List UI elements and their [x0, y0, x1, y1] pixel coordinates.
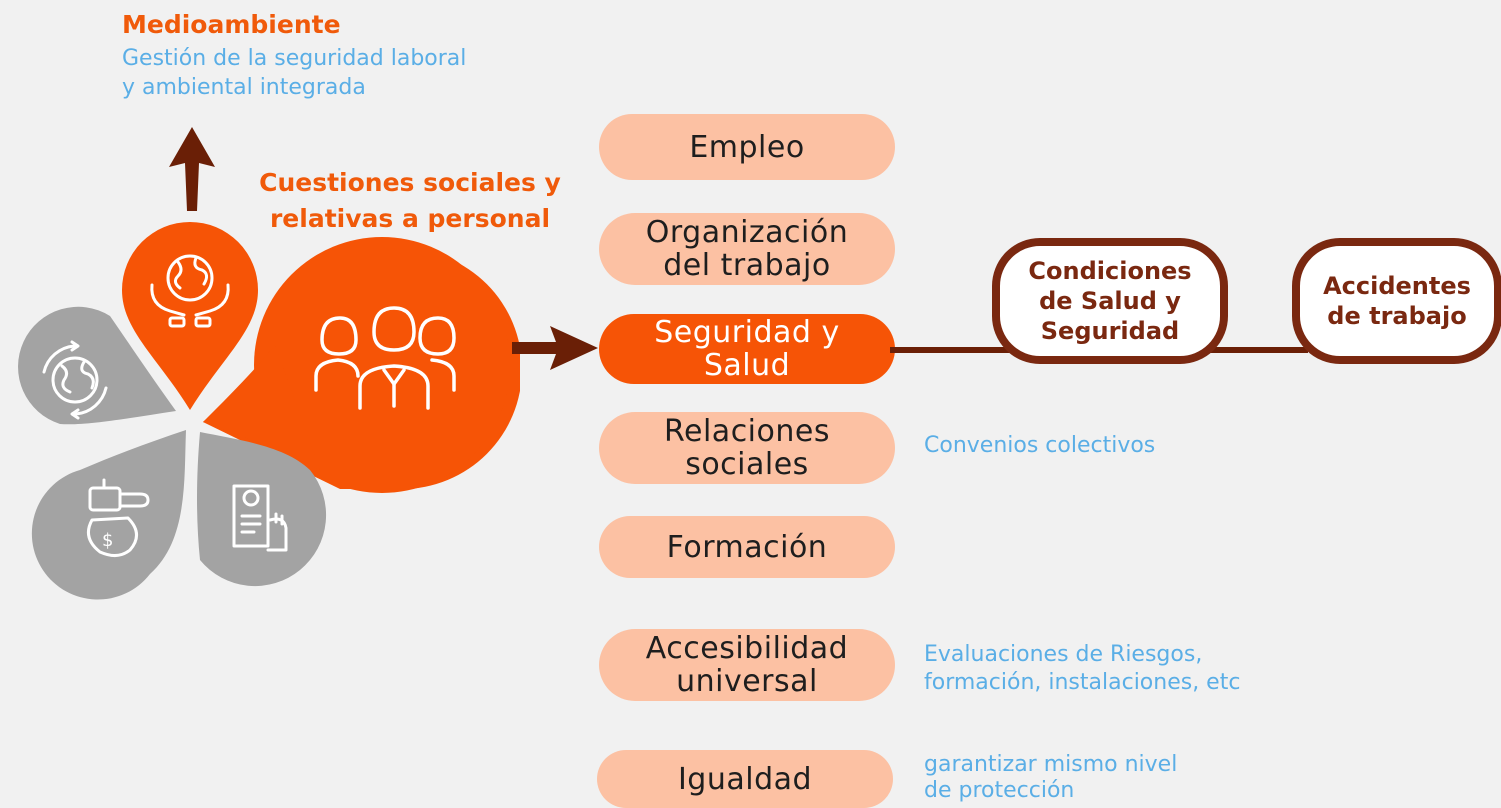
branch-condiciones[interactable]: Condiciones de Salud y Seguridad — [992, 238, 1228, 364]
petal-environment — [122, 222, 258, 410]
topic-seguridad-salud[interactable]: Seguridad y Salud — [599, 314, 895, 384]
topic-igualdad[interactable]: Igualdad — [597, 750, 893, 808]
globe-hands-icon — [150, 254, 230, 328]
category-flower: $ — [18, 222, 520, 600]
arrow-right-icon — [512, 326, 598, 370]
topic-label: Empleo — [689, 129, 805, 165]
money-handshake-icon: $ — [86, 478, 150, 557]
topic-label: Seguridad y Salud — [654, 315, 840, 383]
branch-accidentes[interactable]: Accidentes de trabajo — [1292, 238, 1501, 364]
note-evaluaciones: Evaluaciones de Riesgos, formación, inst… — [924, 642, 1241, 695]
topic-relaciones-sociales[interactable]: Relaciones sociales — [599, 412, 895, 484]
petal-money — [31, 430, 186, 600]
people-icon — [314, 306, 456, 410]
topic-empleo[interactable]: Empleo — [599, 114, 895, 180]
topic-accesibilidad[interactable]: Accesibilidad universal — [599, 629, 895, 701]
petal-document — [197, 432, 327, 587]
medioambiente-subtitle: Gestión de la seguridad laboral y ambien… — [122, 46, 467, 100]
note-igualdad: garantizar mismo nivel de protección — [924, 752, 1178, 803]
document-fist-icon — [232, 484, 288, 552]
branch-label: Condiciones de Salud y Seguridad — [1028, 257, 1192, 345]
branch-label: Accidentes de trabajo — [1323, 272, 1471, 330]
topic-label: Accesibilidad universal — [645, 631, 849, 699]
topic-label: Relaciones sociales — [664, 414, 830, 482]
globe-recycle-icon — [42, 340, 108, 420]
topic-label: Igualdad — [677, 761, 813, 797]
topic-formacion[interactable]: Formación — [599, 516, 895, 578]
topic-organizacion[interactable]: Organización del trabajo — [599, 213, 895, 285]
medioambiente-title: Medioambiente — [122, 10, 341, 39]
svg-text:$: $ — [102, 530, 113, 551]
section-label: Cuestiones sociales y relativas a person… — [259, 168, 561, 233]
topic-label: Formación — [666, 529, 828, 565]
petal-social — [203, 237, 520, 493]
topic-label: Organización del trabajo — [645, 215, 849, 283]
note-convenios: Convenios colectivos — [924, 433, 1156, 458]
arrow-up-icon — [169, 127, 215, 211]
